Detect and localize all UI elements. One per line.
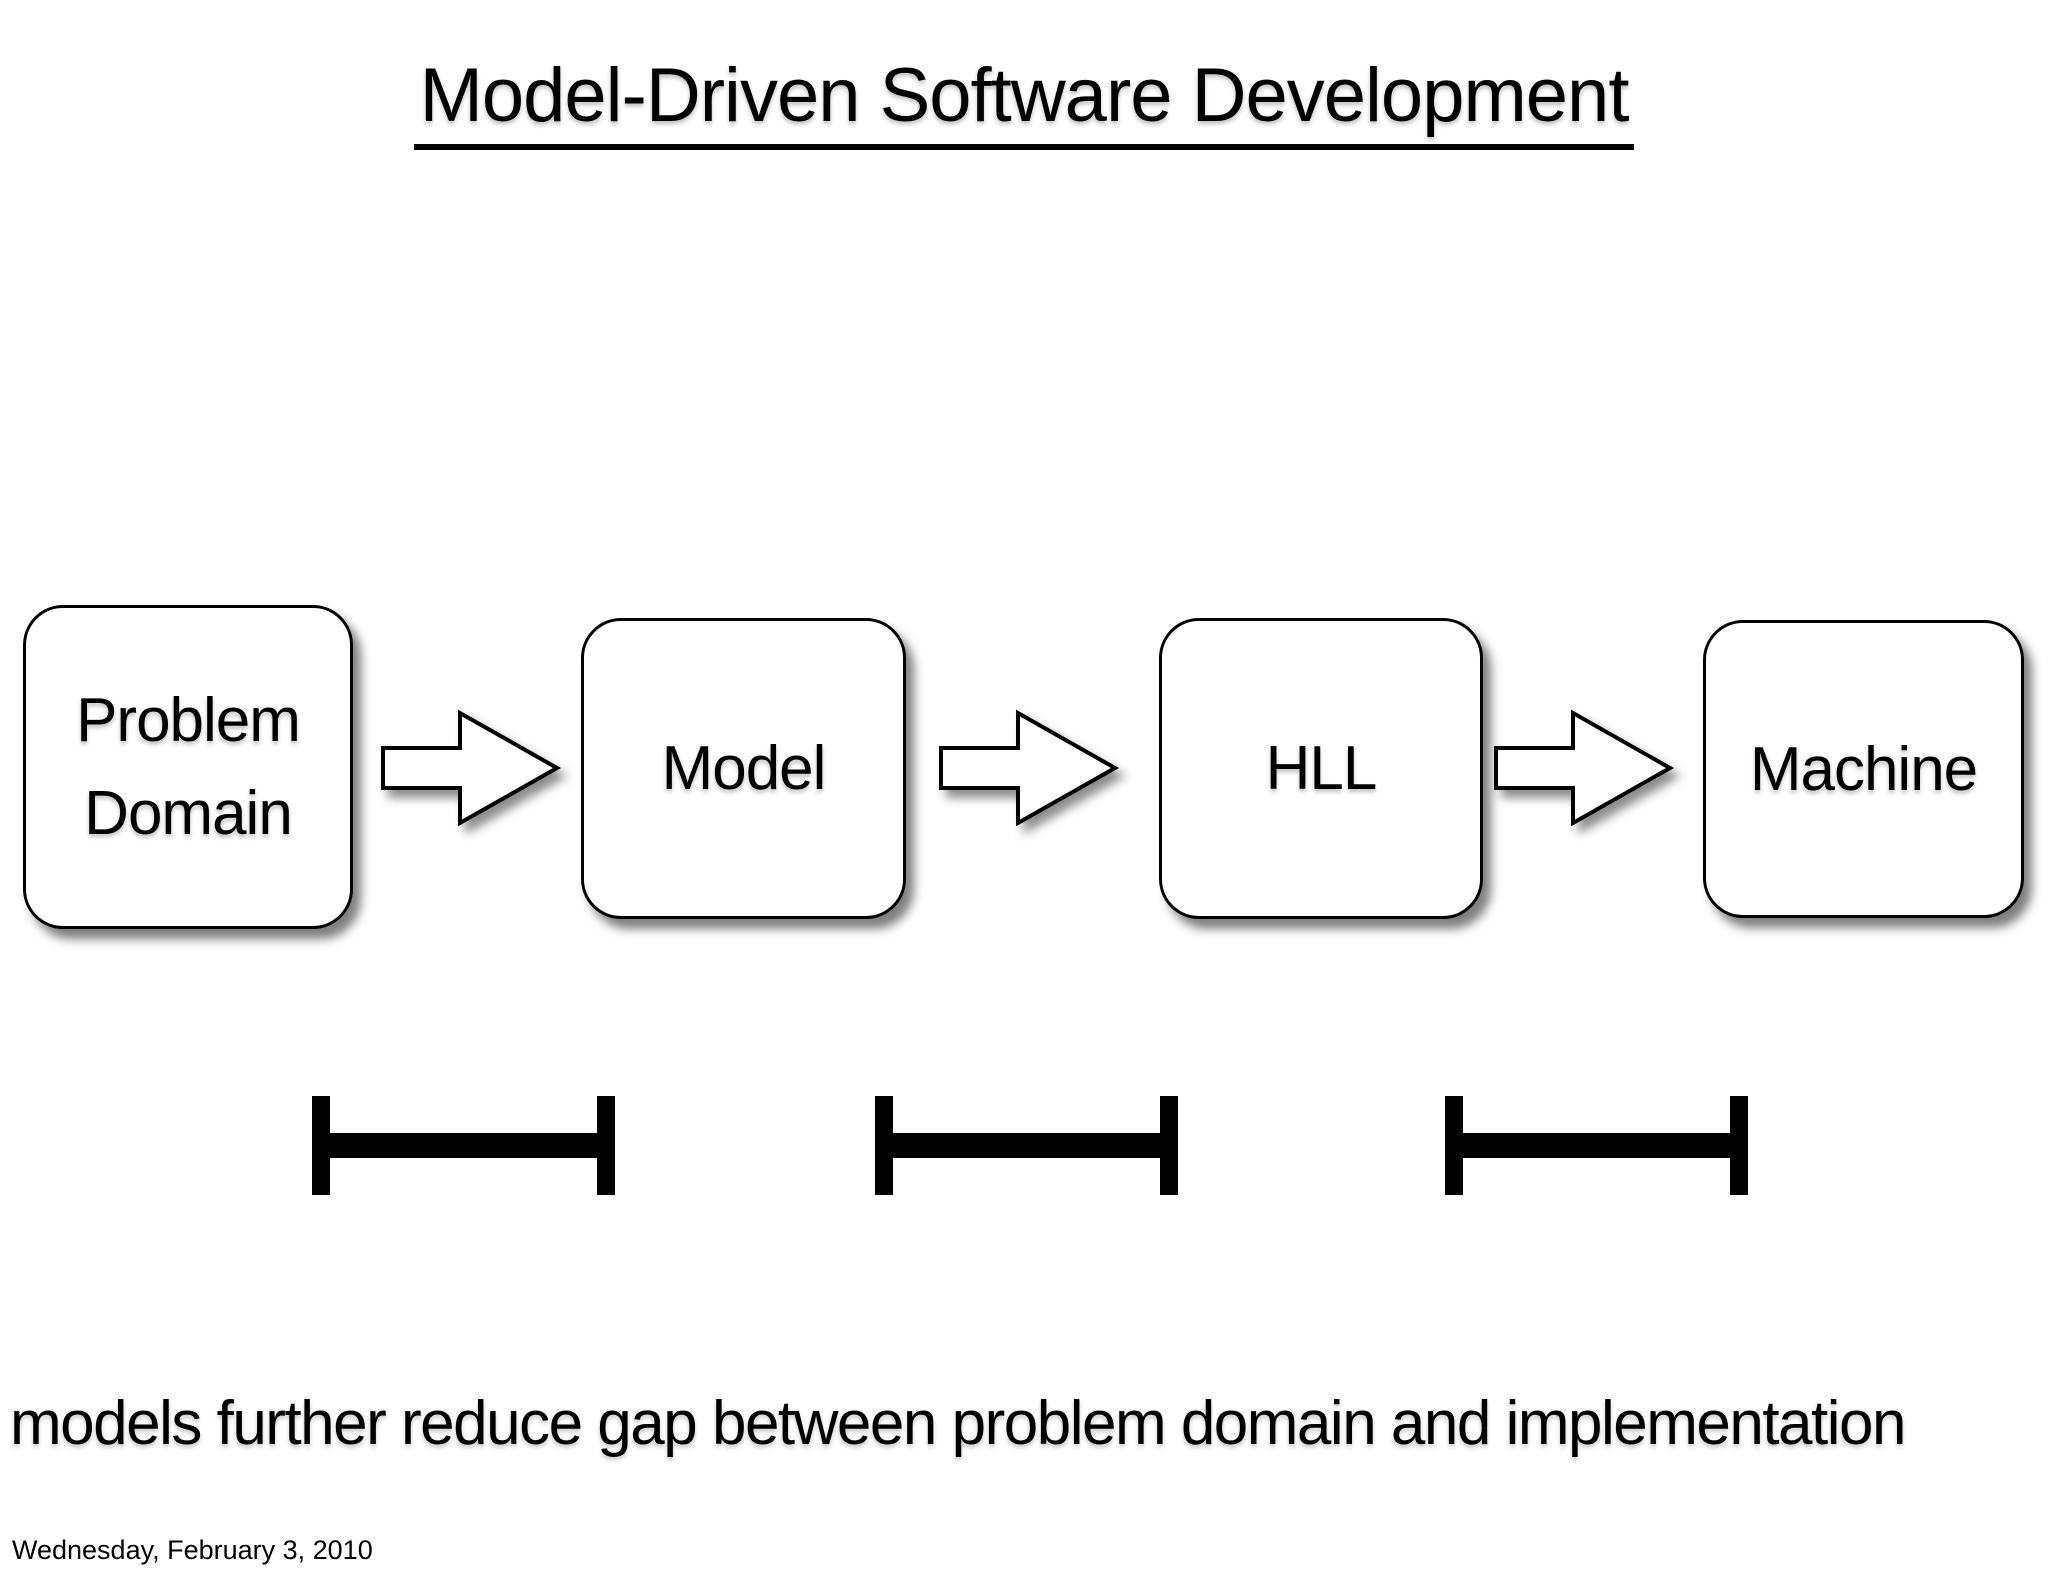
diagram-box-problem-domain: Problem Domain	[23, 605, 353, 929]
flow-arrow-icon	[939, 709, 1120, 827]
gap-bracket-icon	[312, 1096, 615, 1195]
flow-arrow-icon	[1494, 709, 1675, 827]
caption-text: models further reduce gap between proble…	[10, 1389, 1907, 1458]
flow-arrow-icon	[381, 709, 562, 827]
diagram-box-hll: HLL	[1159, 618, 1483, 919]
title-container: Model-Driven Software Development	[0, 56, 2048, 150]
diagram-box-label: Model	[661, 734, 827, 803]
footer-date: Wednesday, February 3, 2010	[12, 1535, 373, 1565]
diagram-box-machine: Machine	[1703, 620, 2024, 918]
gap-bracket-icon	[875, 1096, 1178, 1195]
diagram-box-label: Machine	[1749, 734, 1978, 804]
diagram-box-label: HLL	[1265, 734, 1378, 803]
slide-title: Model-Driven Software Development	[413, 56, 1635, 150]
gap-bracket-icon	[1445, 1096, 1748, 1195]
diagram-box-model: Model	[581, 618, 906, 919]
diagram-box-label: Problem Domain	[76, 686, 301, 848]
